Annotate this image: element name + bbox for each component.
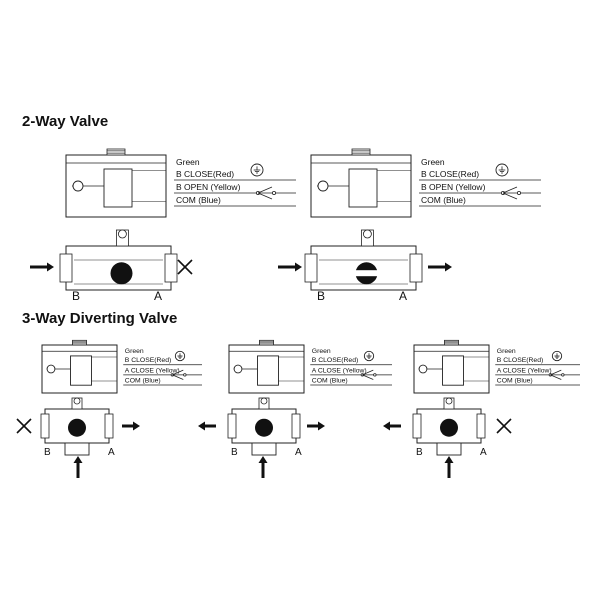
- three-way-valve-heading: 3-Way Diverting Valve: [22, 310, 178, 327]
- port-a-fitting: [291, 413, 301, 439]
- flow-arrow-icon: [444, 456, 454, 478]
- indicator-window: [103, 168, 133, 208]
- manual-override-knob: [72, 180, 84, 192]
- valve-ball: [68, 418, 86, 437]
- port-label-a: A: [399, 289, 407, 303]
- ground-icon: [363, 350, 375, 362]
- wire-label-3: COM (Blue): [176, 195, 221, 205]
- wire-label-3: COM (Blue): [421, 195, 466, 205]
- two-way-valve-2: Green B CLOSE(Red) B OPEN (Yellow) COM (Blu…: [278, 148, 541, 303]
- wire-label-3: COM (Blue): [497, 377, 533, 384]
- wire-label-2: B OPEN (Yellow): [421, 182, 486, 192]
- valve-ball: [255, 418, 273, 437]
- wire-label-1: B CLOSE(Red): [421, 169, 479, 179]
- x-mark-icon: [177, 259, 193, 275]
- manual-override-knob: [46, 364, 56, 374]
- port-b-fitting: [227, 413, 237, 439]
- wire-label-2: A CLOSE (Yellow): [125, 367, 180, 374]
- flow-arrow-icon: [122, 421, 140, 431]
- wire-label-2: B OPEN (Yellow): [176, 182, 241, 192]
- port-a-fitting: [476, 413, 486, 439]
- wire-label-1: B CLOSE(Red): [312, 357, 358, 364]
- port-label-b: B: [72, 289, 80, 303]
- port-label-b: B: [317, 289, 325, 303]
- port-b-fitting: [412, 413, 422, 439]
- inlet-port: [436, 442, 462, 456]
- port-label-a: A: [295, 447, 302, 458]
- wire-label-2: A CLOSE (Yellow): [497, 367, 552, 374]
- wire-label-1: B CLOSE(Red): [176, 169, 234, 179]
- valve-ball: [110, 262, 133, 285]
- flow-arrow-icon: [258, 456, 268, 478]
- ground-icon: [174, 350, 186, 362]
- x-mark-icon: [496, 418, 512, 434]
- flow-arrow-icon: [428, 262, 452, 272]
- indicator-window: [442, 355, 464, 386]
- wire-label-0: Green: [176, 157, 200, 167]
- switch-icon: [548, 369, 565, 380]
- wire-label-0: Green: [125, 348, 144, 355]
- port-label-a: A: [480, 447, 487, 458]
- indicator-window: [348, 168, 378, 208]
- ground-icon: [250, 163, 264, 177]
- two-way-valve-1: Green B CLOSE(Red) B OPEN (Yellow) COM (Blu…: [30, 148, 296, 303]
- port-label-b: B: [44, 447, 51, 458]
- port-label-a: A: [154, 289, 162, 303]
- three-way-valve-2: Green B CLOSE(Red) A CLOSE (Yellow) COM (Bl…: [198, 339, 392, 478]
- wire-label-1: B CLOSE(Red): [497, 357, 543, 364]
- port-a-fitting: [104, 413, 114, 439]
- port-label-b: B: [231, 447, 238, 458]
- wire-label-0: Green: [497, 348, 516, 355]
- port-b-fitting: [304, 253, 318, 283]
- three-way-valve-3: Green B CLOSE(Red) A CLOSE (Yellow) COM (Bl…: [383, 339, 580, 478]
- flow-arrow-icon: [30, 262, 54, 272]
- port-label-a: A: [108, 447, 115, 458]
- switch-icon: [500, 186, 522, 200]
- indicator-window: [257, 355, 279, 386]
- flow-arrow-icon: [198, 421, 216, 431]
- wire-label-1: B CLOSE(Red): [125, 357, 171, 364]
- port-label-b: B: [416, 447, 423, 458]
- manual-override-knob: [233, 364, 243, 374]
- wire-label-3: COM (Blue): [125, 377, 161, 384]
- inlet-port: [64, 442, 90, 456]
- manual-override-knob: [418, 364, 428, 374]
- flow-arrow-icon: [278, 262, 302, 272]
- port-a-fitting: [164, 253, 178, 283]
- inlet-port: [251, 442, 277, 456]
- wire-label-3: COM (Blue): [312, 377, 348, 384]
- ground-icon: [551, 350, 563, 362]
- port-b-fitting: [59, 253, 73, 283]
- valve-ball: [440, 418, 458, 437]
- wire-label-2: A CLOSE (Yellow): [312, 367, 367, 374]
- three-way-valve-1: Green B CLOSE(Red) A CLOSE (Yellow) COM (Bl…: [16, 339, 202, 478]
- flow-arrow-icon: [383, 421, 401, 431]
- port-b-fitting: [40, 413, 50, 439]
- flow-arrow-icon: [73, 456, 83, 478]
- x-mark-icon: [16, 418, 32, 434]
- switch-icon: [255, 186, 276, 200]
- wire-label-0: Green: [421, 157, 445, 167]
- ground-icon: [495, 163, 509, 177]
- wire-label-0: Green: [312, 348, 331, 355]
- two-way-valve-heading: 2-Way Valve: [22, 113, 109, 130]
- switch-icon: [360, 369, 377, 380]
- port-a-fitting: [409, 253, 423, 283]
- switch-icon: [170, 369, 187, 380]
- indicator-window: [70, 355, 92, 386]
- flow-arrow-icon: [307, 421, 325, 431]
- manual-override-knob: [317, 180, 329, 192]
